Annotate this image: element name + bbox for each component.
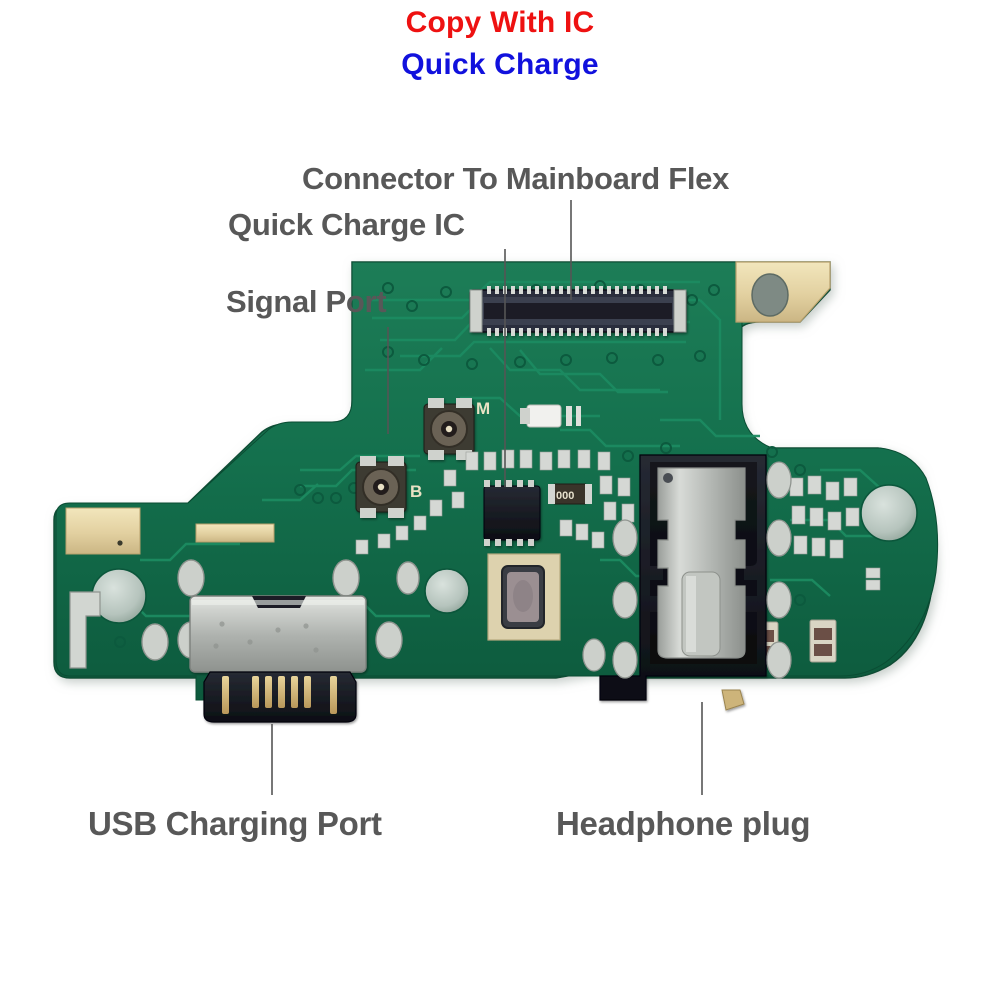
silkscreen-b-label: B	[410, 482, 422, 501]
rf-coax-connector-m	[423, 398, 475, 460]
microphone-module	[487, 553, 561, 641]
gold-contact-tab-top-right	[735, 261, 831, 323]
resistor-000: 000	[548, 483, 592, 505]
header-copy-with-ic: Copy With IC	[405, 6, 595, 39]
header-quick-charge: Quick Charge	[401, 48, 599, 81]
usb-c-charging-port	[189, 595, 367, 723]
screw-hole-mid	[424, 568, 470, 614]
resistor-code-label: 000	[556, 490, 574, 502]
quick-charge-ic-chip	[483, 480, 541, 546]
board-to-board-connector	[469, 286, 687, 336]
gold-contact-pad-left	[65, 507, 275, 555]
headphone-jack	[599, 454, 767, 711]
label-quick-charge-ic: Quick Charge IC	[228, 207, 465, 242]
label-usb-charging-port: USB Charging Port	[88, 805, 382, 842]
screw-hole-right	[860, 484, 918, 542]
solder-pads-usb	[69, 559, 420, 669]
solder-pads-headphone	[582, 461, 792, 679]
white-smd-component	[520, 404, 581, 428]
label-connector-to-mainboard-flex: Connector To Mainboard Flex	[302, 161, 730, 196]
rf-coax-connector-b	[355, 456, 407, 518]
label-headphone-plug: Headphone plug	[556, 805, 811, 842]
label-signal-port: Signal Port	[226, 284, 387, 319]
leader-lines	[271, 200, 703, 795]
smd-components-cluster	[355, 449, 635, 555]
silkscreen-m-label: M	[476, 399, 490, 418]
